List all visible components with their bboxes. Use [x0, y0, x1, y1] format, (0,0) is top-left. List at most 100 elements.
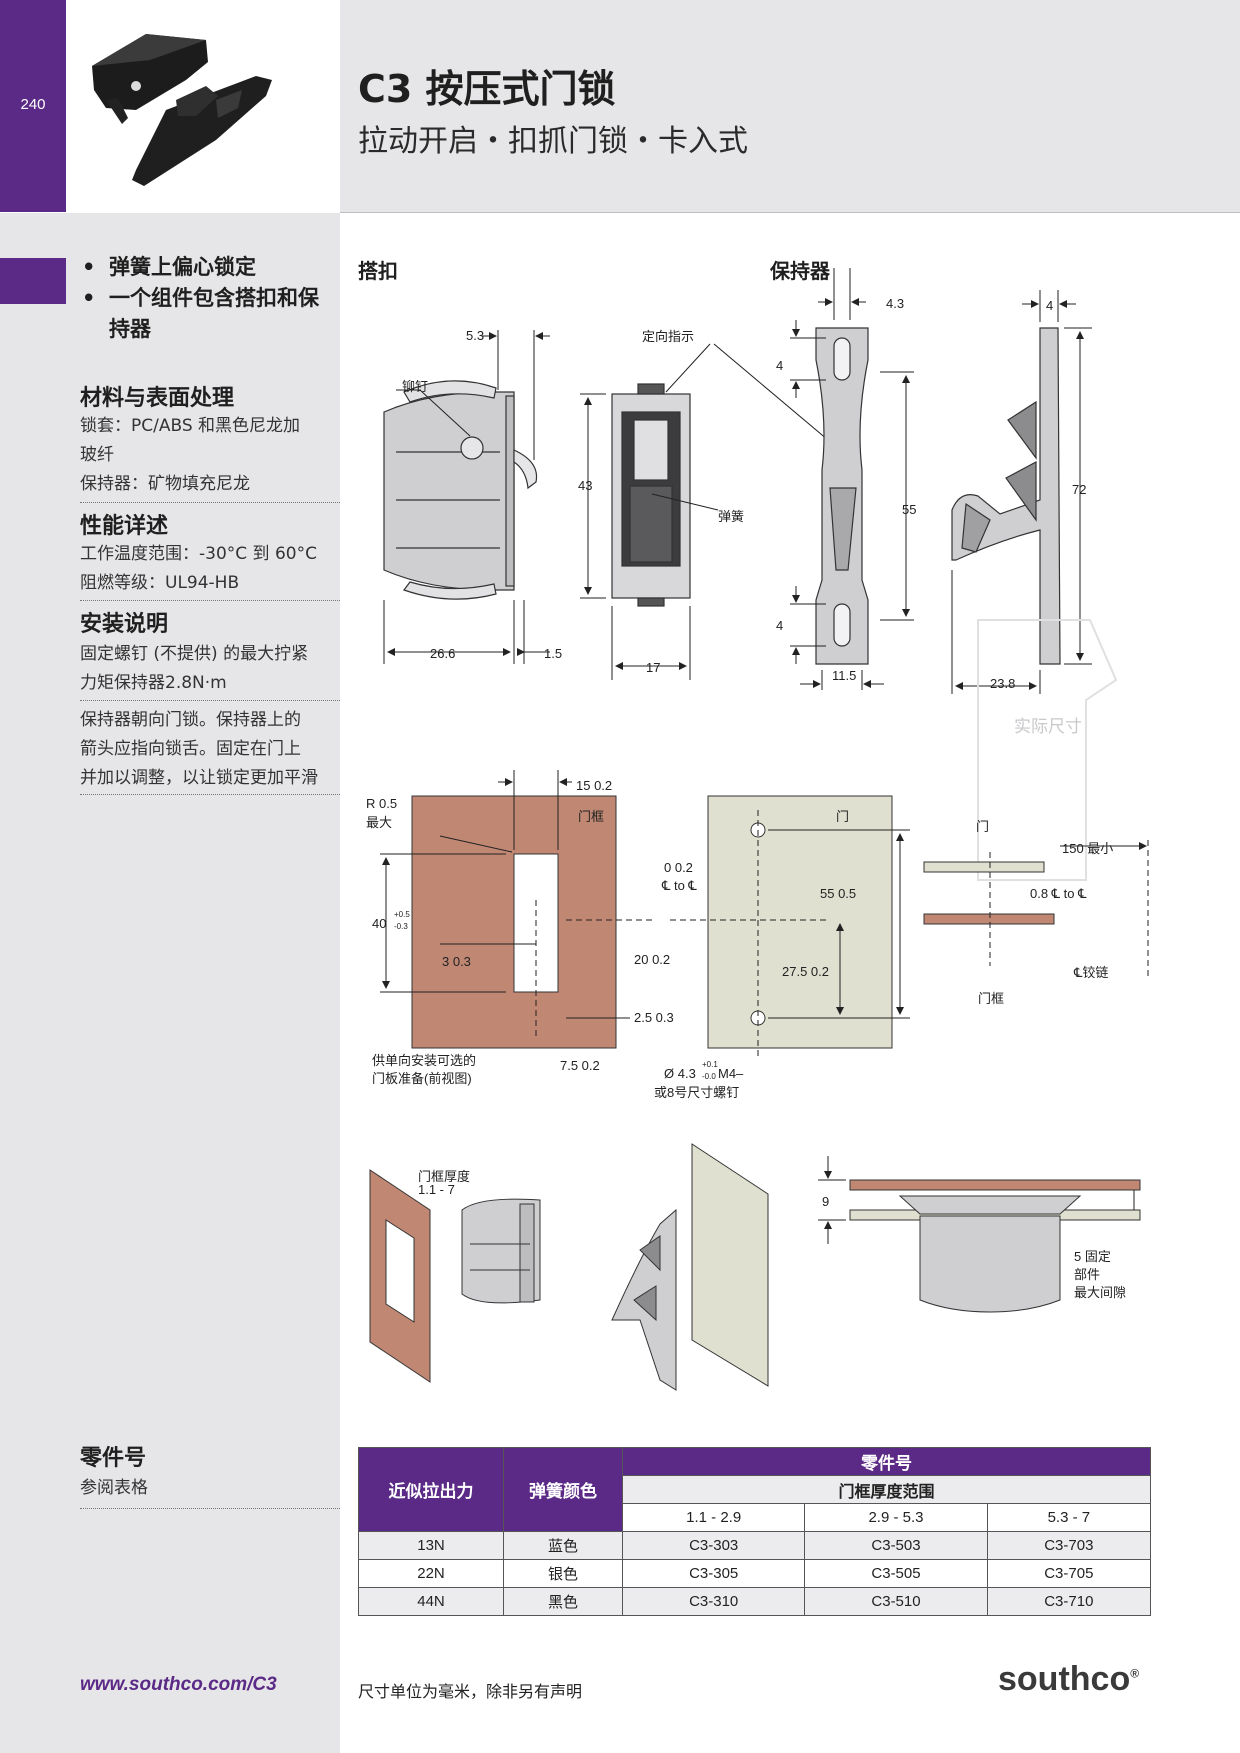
header-banner: [340, 0, 1240, 213]
dim-4-3: 4.3: [886, 296, 905, 311]
dim-0: 0 0.2: [664, 860, 693, 875]
frame-thickness-label: 门框厚度: [418, 1169, 471, 1184]
dim-15: 15 0.2: [576, 778, 613, 793]
assembly-section: [849, 1179, 1141, 1313]
dim-1-5: 1.5: [544, 646, 563, 661]
page-number: 240: [20, 96, 46, 113]
installation-text-2: 保持器朝向门锁。保持器上的 箭头应指向锁舌。固定在门上 并加以调整，以让锁定更加…: [80, 706, 338, 793]
latch-label: 搭扣: [358, 259, 398, 283]
dim-2-5: 2.5 0.3: [634, 1010, 674, 1025]
force-cell: 44N: [358, 1587, 504, 1616]
latch-product-image: [92, 34, 272, 186]
feature-text: 弹簧上偏心锁定: [109, 255, 256, 279]
sidebar-accent: [0, 258, 66, 304]
performance-text: 工作温度范围：-30°C 到 60°C 阻燃等级：UL94-HB: [80, 540, 338, 598]
part-cell: C3-505: [804, 1559, 988, 1588]
cl-to-cl: ℄ to ℄: [662, 878, 697, 893]
dim-40: 40: [372, 916, 387, 931]
installation-text: 固定螺钉 (不提供) 的最大拧紧 力矩保持器2.8N·m: [80, 640, 338, 698]
range-cell: 2.9 - 5.3: [804, 1503, 988, 1532]
orientation-label: 定向指示: [642, 329, 695, 344]
divider: [80, 600, 340, 601]
parts-header: 零件号: [622, 1447, 1151, 1476]
iso-frame: [369, 1169, 541, 1383]
part-cell: C3-510: [804, 1587, 988, 1616]
dim-11-5: 11.5: [832, 668, 857, 683]
feature-text: 一个组件包含搭扣和保持器: [109, 286, 319, 341]
divider: [80, 794, 340, 795]
performance-line: 阻燃等级：UL94-HB: [80, 573, 240, 593]
technical-drawings: [369, 268, 1149, 1391]
screw-label-2: 或8号尺寸螺钉: [654, 1085, 740, 1100]
gap-label-2: 部件: [1074, 1267, 1101, 1282]
min-150-label: 150 最小: [1062, 841, 1114, 856]
keeper-side-view: [951, 327, 1061, 665]
installation-line: 保持器朝向门锁。保持器上的: [80, 710, 301, 730]
materials-heading: 材料与表面处理: [80, 386, 235, 411]
dim-3: 3 0.3: [442, 954, 471, 969]
dim-40-tol-up: +0.5: [394, 910, 410, 919]
screw-label-1: M4–: [718, 1066, 744, 1081]
color-cell: 蓝色: [503, 1531, 623, 1560]
installation-heading: 安装说明: [80, 612, 169, 637]
range-cell: 5.3 - 7: [986, 1503, 1152, 1532]
part-cell: C3-703: [986, 1531, 1152, 1560]
registered-mark: ®: [1130, 1666, 1140, 1681]
color-cell: 黑色: [503, 1587, 623, 1616]
color-cell: 银色: [503, 1559, 623, 1588]
dim-55: 55: [902, 502, 917, 517]
side-door-label: 门: [976, 819, 990, 834]
parts-text: 参阅表格: [80, 1478, 148, 1498]
hole-tol-up: +0.1: [702, 1060, 718, 1069]
col-spring-color: 弹簧颜色: [503, 1447, 623, 1532]
feature-bullets: •弹簧上偏心锁定 •一个组件包含搭扣和保持器: [78, 252, 336, 345]
dim-17: 17: [646, 660, 661, 675]
dim-4-bottom: 4: [776, 618, 784, 633]
divider: [80, 1508, 340, 1509]
door-prep-view: [707, 795, 893, 1049]
units-footnote: 尺寸单位为毫米，除非另有声明: [358, 1682, 583, 1701]
force-cell: 13N: [358, 1531, 504, 1560]
performance-line: 工作温度范围：-30°C 到 60°C: [80, 544, 317, 564]
dim-23-8: 23.8: [990, 676, 1016, 691]
mounting-side-section: [923, 861, 1055, 925]
installation-line: 并加以调整，以让锁定更加平滑: [80, 768, 318, 788]
keeper-label: 保持器: [770, 259, 830, 283]
divider: [80, 502, 340, 503]
dim-20: 20 0.2: [634, 952, 671, 967]
latch-front-view: [611, 383, 691, 607]
installation-line: 力矩保持器2.8N·m: [80, 673, 227, 693]
page-title: C3 按压式门锁: [358, 67, 616, 111]
frame-label: 门框: [578, 809, 605, 824]
hinge-label: ℄铰链: [1074, 965, 1109, 980]
side-frame-label: 门框: [978, 991, 1005, 1006]
door-label: 门: [836, 809, 850, 824]
part-cell: C3-705: [986, 1559, 1152, 1588]
materials-line: 玻纤: [80, 445, 114, 465]
spring-label: 弹簧: [718, 509, 745, 524]
dim-40-tol-down: -0.3: [394, 922, 408, 931]
dim-4-side: 4: [1046, 298, 1054, 313]
dim-43: 43: [578, 478, 593, 493]
dim-9: 9: [822, 1194, 830, 1209]
part-cell: C3-710: [986, 1587, 1152, 1616]
divider: [80, 700, 340, 701]
performance-heading: 性能详述: [80, 514, 169, 539]
logo-text: southco: [998, 1660, 1131, 1698]
dim-26-6: 26.6: [430, 646, 456, 661]
southco-logo: southco®: [998, 1660, 1139, 1699]
feature-bullet: •弹簧上偏心锁定: [82, 255, 256, 279]
installation-line: 固定螺钉 (不提供) 的最大拧紧: [80, 644, 309, 664]
dim-5-3: 5.3: [466, 328, 485, 343]
radius-label: R 0.5: [366, 796, 398, 811]
installation-line: 箭头应指向锁舌。固定在门上: [80, 739, 301, 759]
materials-line: 保持器：矿物填充尼龙: [80, 474, 250, 494]
dim-55-door: 55 0.5: [820, 886, 857, 901]
range-cell: 1.1 - 2.9: [621, 1503, 806, 1532]
materials-text: 锁套：PC/ABS 和黑色尼龙加 玻纤 保持器：矿物填充尼龙: [80, 412, 338, 499]
header-accent-strip: [0, 0, 66, 212]
hole-tol-down: -0.0: [702, 1072, 716, 1081]
website-link[interactable]: www.southco.com/C3: [80, 1674, 277, 1695]
table-row: 22N 银色 C3-305 C3-505 C3-705: [358, 1559, 1152, 1588]
keeper-front-view: [815, 327, 869, 665]
